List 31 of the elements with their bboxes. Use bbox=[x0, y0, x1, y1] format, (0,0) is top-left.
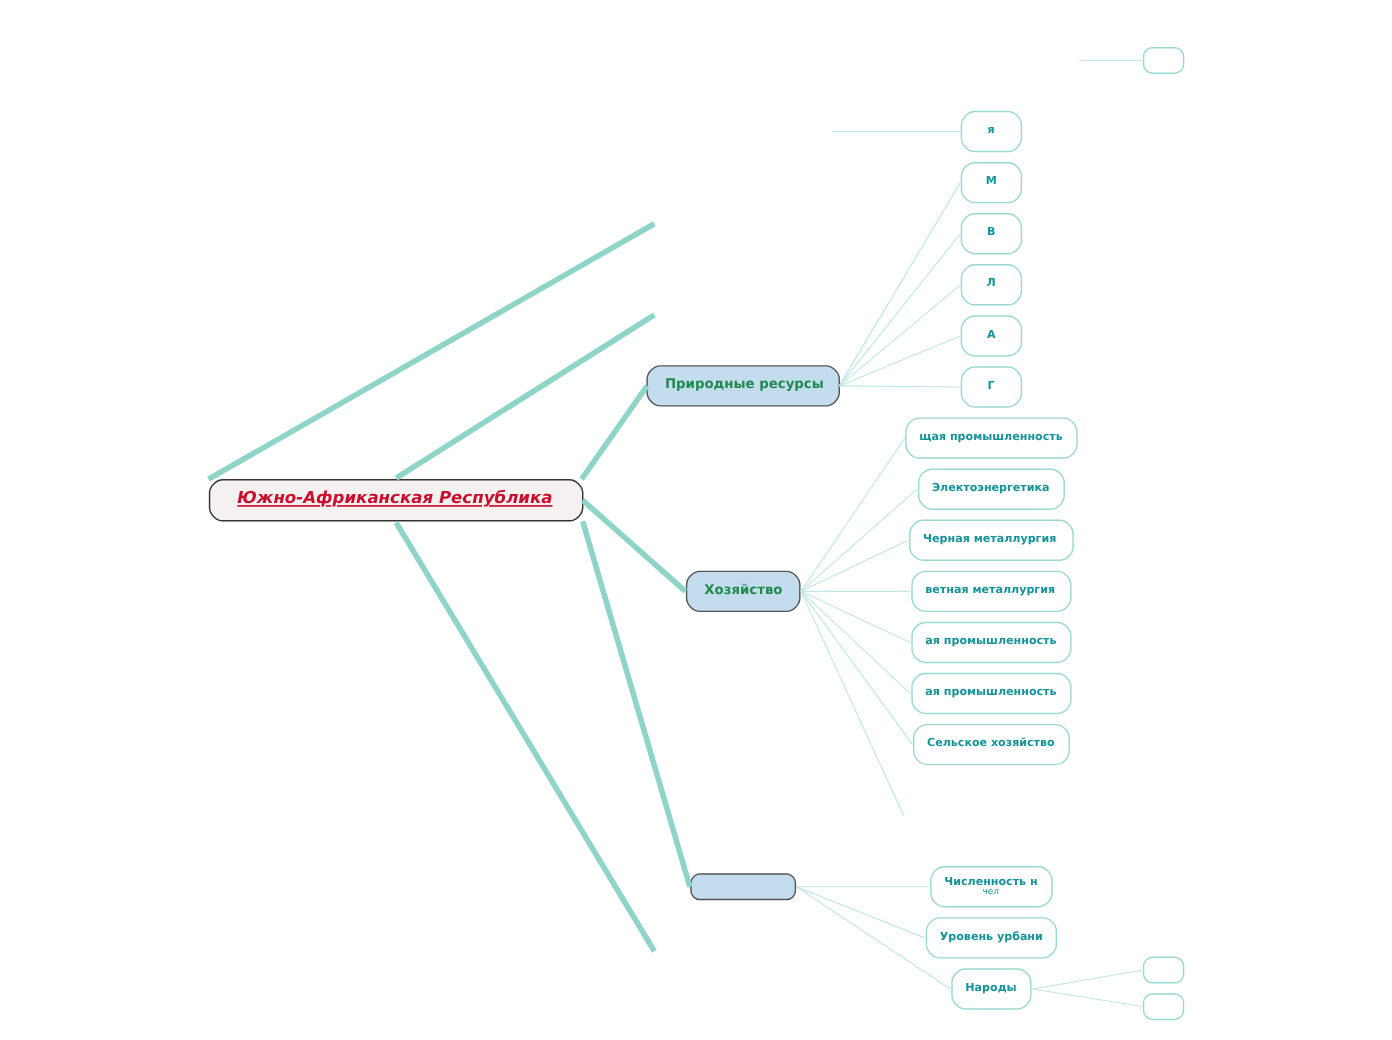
connector bbox=[800, 437, 906, 592]
connector bbox=[800, 590, 914, 746]
connector bbox=[800, 539, 909, 592]
connector bbox=[580, 498, 688, 594]
connector bbox=[1031, 988, 1145, 1008]
connector bbox=[795, 886, 930, 888]
connector bbox=[800, 590, 905, 817]
connector bbox=[800, 488, 918, 592]
node-box bbox=[1142, 956, 1185, 984]
connector bbox=[580, 520, 693, 888]
node-box bbox=[690, 873, 797, 901]
connector bbox=[838, 182, 961, 387]
node-box: Южно-Африканская Республика bbox=[208, 479, 584, 522]
connector bbox=[838, 335, 961, 387]
connector bbox=[579, 384, 650, 481]
connector bbox=[838, 284, 961, 387]
connector bbox=[838, 233, 961, 387]
connector bbox=[800, 590, 911, 592]
connector bbox=[800, 590, 911, 643]
connector bbox=[795, 886, 951, 990]
node-box bbox=[1142, 993, 1185, 1021]
connector bbox=[207, 221, 656, 482]
connector bbox=[831, 131, 961, 133]
connector bbox=[1078, 59, 1145, 62]
connector bbox=[795, 886, 926, 939]
node-box bbox=[1142, 47, 1185, 74]
connector bbox=[394, 312, 656, 481]
connector bbox=[838, 385, 961, 388]
connector bbox=[800, 590, 911, 695]
connector bbox=[1031, 969, 1145, 990]
connector bbox=[393, 521, 657, 953]
